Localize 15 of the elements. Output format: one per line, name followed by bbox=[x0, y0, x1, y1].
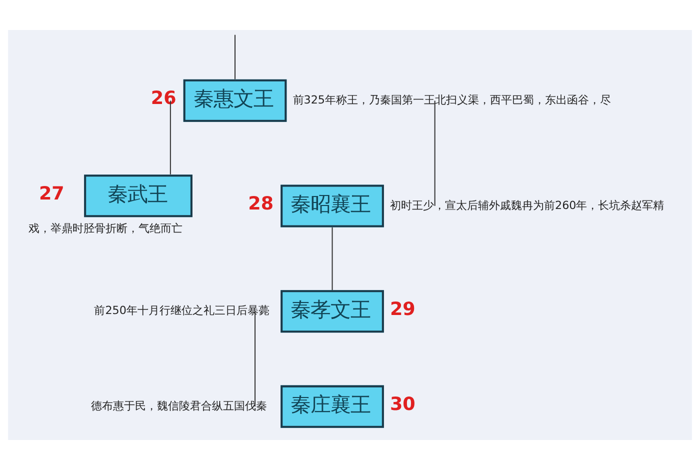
node-label: 26 bbox=[150, 88, 176, 110]
node-label: 28 bbox=[248, 193, 274, 214]
connector bbox=[234, 34, 236, 80]
connector bbox=[332, 227, 333, 290]
connector bbox=[254, 311, 256, 406]
connector bbox=[170, 100, 171, 174]
connector bbox=[434, 100, 436, 206]
node-label: 29 bbox=[390, 298, 416, 320]
node-label: 初时王少，宣太后辅外戚魏冉为前260年，长坑杀赵军精 bbox=[390, 198, 664, 212]
node-label: 前250年十月行继位之礼三日后暴薨 bbox=[94, 304, 270, 318]
node-label: 30 bbox=[390, 394, 416, 416]
node-label: 戏，举鼎时胫骨折断，气绝而亡 bbox=[28, 222, 182, 236]
node-label: 前325年称王，乃秦国第一王北扫义渠，西平巴蜀，东出函谷，尽 bbox=[292, 93, 611, 106]
node-label: 27 bbox=[38, 183, 64, 204]
node-label: 德布惠于民，魏信陵君合纵五国伐秦 bbox=[91, 399, 268, 412]
